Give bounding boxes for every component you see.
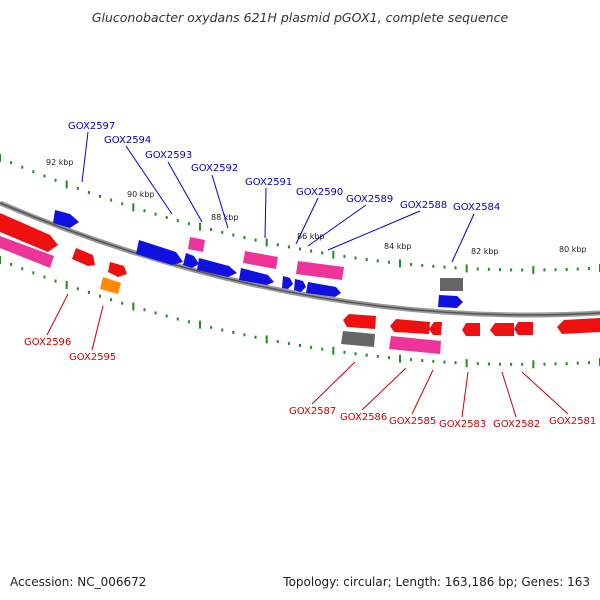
- gene-label[interactable]: GOX2581: [549, 416, 596, 427]
- gene-label[interactable]: GOX2586: [340, 412, 387, 423]
- accession-text: Accession: NC_006672: [10, 575, 147, 589]
- gene-label[interactable]: GOX2587: [289, 406, 336, 417]
- tick-label-92kbp: 92 kbp: [46, 158, 74, 167]
- gene-box[interactable]: [100, 277, 121, 294]
- gene-arrow[interactable]: [197, 258, 237, 277]
- gene-arrow[interactable]: [390, 319, 430, 334]
- gene-box[interactable]: [296, 261, 344, 280]
- tick-label-90kbp: 90 kbp: [127, 190, 155, 199]
- gene-arrow[interactable]: [0, 213, 58, 252]
- gene-features: [0, 210, 600, 354]
- outer-tick-ring: [0, 154, 600, 274]
- gene-box[interactable]: [243, 251, 278, 269]
- gene-arrow[interactable]: [294, 279, 306, 292]
- tick-label-84kbp: 84 kbp: [384, 242, 412, 251]
- gene-label[interactable]: GOX2596: [24, 337, 71, 348]
- gene-box[interactable]: [341, 331, 375, 347]
- gene-arrow[interactable]: [490, 323, 514, 336]
- gene-arrow[interactable]: [462, 323, 480, 336]
- gene-label[interactable]: GOX2597: [68, 121, 115, 132]
- gene-arrow[interactable]: [438, 295, 463, 308]
- gene-label[interactable]: GOX2595: [69, 352, 116, 363]
- minus-strand-gene-labels: GOX2596 GOX2595 GOX2587 GOX2586 GOX2585 …: [24, 337, 596, 430]
- gene-box[interactable]: [440, 278, 463, 291]
- inner-tick-ring: [0, 256, 600, 369]
- gene-arrow[interactable]: [136, 240, 183, 265]
- gene-label[interactable]: GOX2592: [191, 163, 238, 174]
- gene-box[interactable]: [389, 336, 441, 354]
- gene-box[interactable]: [0, 236, 54, 268]
- gene-label[interactable]: GOX2584: [453, 202, 500, 213]
- gene-arrow[interactable]: [72, 248, 95, 266]
- gene-label[interactable]: GOX2583: [439, 419, 486, 430]
- tick-label-80kbp: 80 kbp: [559, 245, 587, 254]
- plus-strand-leaders: [81, 131, 475, 263]
- tick-label-86kbp: 86 kbp: [297, 232, 325, 241]
- map-title: Gluconobacter oxydans 621H plasmid pGOX1…: [91, 10, 509, 25]
- gene-label[interactable]: GOX2590: [296, 187, 343, 198]
- gene-label[interactable]: GOX2594: [104, 135, 151, 146]
- gene-label[interactable]: GOX2589: [346, 194, 393, 205]
- topology-summary: Topology: circular; Length: 163,186 bp; …: [283, 575, 590, 589]
- gene-arrow[interactable]: [306, 282, 341, 297]
- gene-label[interactable]: GOX2585: [389, 416, 436, 427]
- gene-box[interactable]: [188, 237, 205, 252]
- gene-arrow[interactable]: [557, 318, 600, 334]
- gene-arrow[interactable]: [282, 276, 293, 289]
- minus-strand-leaders: [46, 293, 569, 418]
- gene-arrow[interactable]: [429, 322, 442, 335]
- gene-arrow[interactable]: [343, 314, 376, 329]
- gene-arrow[interactable]: [239, 268, 274, 285]
- plus-strand-gene-labels: GOX2597 GOX2594 GOX2593 GOX2592 GOX2591 …: [68, 121, 500, 213]
- gene-arrow[interactable]: [514, 322, 533, 335]
- gene-arrow[interactable]: [53, 210, 79, 228]
- gene-arrow[interactable]: [108, 262, 127, 277]
- gene-arrow[interactable]: [183, 253, 199, 268]
- tick-label-82kbp: 82 kbp: [471, 247, 499, 256]
- gene-label[interactable]: GOX2593: [145, 150, 192, 161]
- gene-label[interactable]: GOX2588: [400, 200, 447, 211]
- gene-label[interactable]: GOX2582: [493, 419, 540, 430]
- gene-label[interactable]: GOX2591: [245, 177, 292, 188]
